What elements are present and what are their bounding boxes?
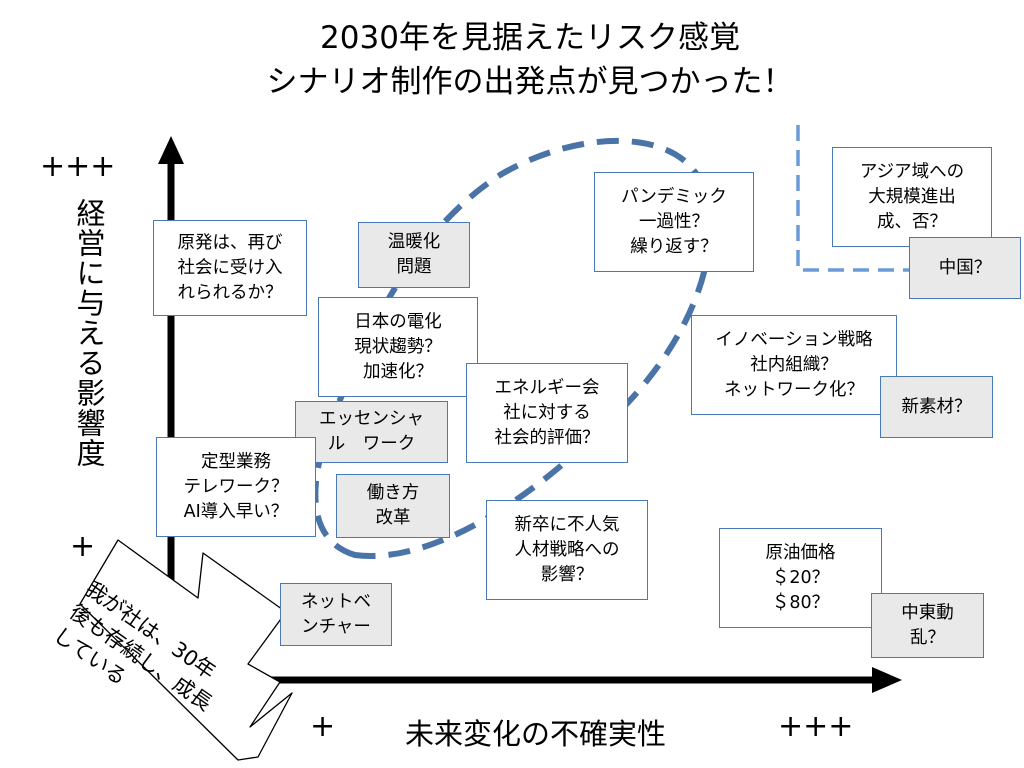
box-oil-price: 原油価格 ＄20？ ＄80？ [719,528,882,628]
box-innovation: イノベーション戦略 社内組織？ ネットワーク化？ [691,315,897,415]
box-electrification: 日本の電化 現状趨勢？ 加速化？ [318,297,478,397]
box-china: 中国？ [909,237,1021,299]
y-axis-high-marker: +++ [40,149,116,184]
box-net-venture: ネットベ ンチャー [280,583,392,646]
box-new-grads: 新卒に不人気 人材戦略への 影響？ [486,500,648,600]
box-warming: 温暖化 問題 [358,222,470,288]
title-line-1: 2030年を見据えたリスク感覚 [320,20,740,56]
box-routine-telework: 定型業務 テレワーク？ AI導入早い？ [156,437,316,537]
box-middle-east: 中東動 乱？ [871,593,984,658]
box-pandemic: パンデミック 一過性？ 繰り返す？ [594,172,754,272]
box-work-reform: 働き方 改革 [336,474,450,538]
box-nuclear: 原発は、再び 社会に受け入 れられるか？ [153,220,307,316]
y-axis-low-marker: + [70,529,96,564]
x-axis-label: 未来変化の不確実性 [405,717,667,751]
x-axis-arrowhead [872,667,902,693]
box-new-materials: 新素材？ [880,376,993,438]
box-essential-work: エッセンシャ ル ワーク [295,401,448,463]
box-energy-company: エネルギー会 社に対する 社会的評価？ [466,363,628,463]
x-axis-low-marker: + [310,709,336,744]
box-asia: アジア域への 大規模進出 成、否？ [832,147,992,247]
title-line-2: シナリオ制作の出発点が見つかった！ [266,64,794,100]
y-axis-label: 経営に与える影響度 [72,198,106,468]
x-axis-high-marker: +++ [778,709,854,744]
y-axis-arrowhead [158,136,184,164]
callout-text: 我が社は、30年 後も存続し、成長 している [48,576,220,716]
